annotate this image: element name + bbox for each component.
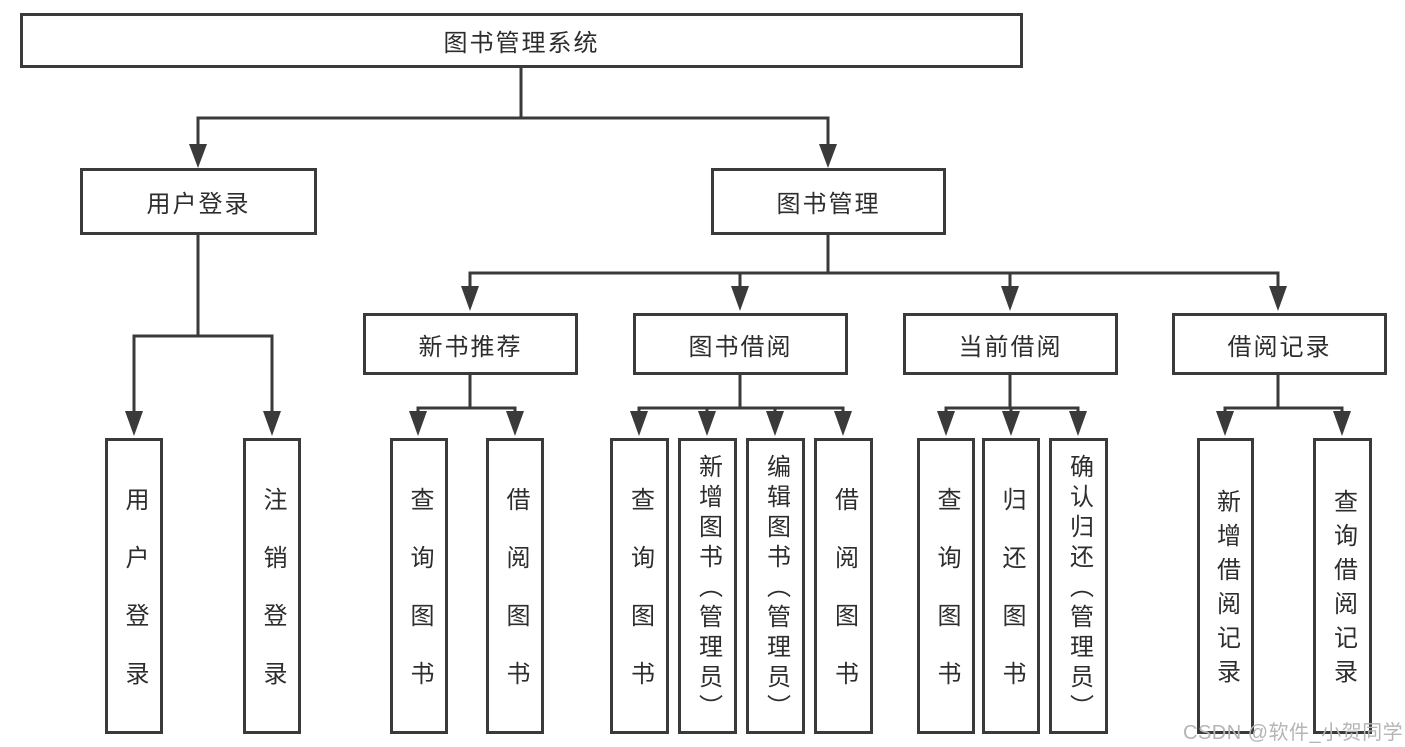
node-label: 图书管理系统 [443, 30, 600, 57]
node-label: 查询图书 [933, 487, 960, 719]
leaf-logout: 注销登录 [243, 438, 301, 734]
leaf-return-books: 归还图书 [982, 438, 1040, 734]
node-borrowing-records: 借阅记录 [1172, 313, 1387, 375]
node-label: 新增借阅记录 [1212, 489, 1240, 693]
node-label: 用户登录 [146, 191, 251, 218]
node-label: 注销登录 [259, 487, 286, 719]
node-label: 图书借阅 [688, 333, 793, 361]
node-label: 查询借阅记录 [1329, 489, 1357, 693]
node-book-management: 图书管理 [711, 168, 946, 235]
node-label: 新书推荐 [418, 333, 523, 361]
node-label: 借阅记录 [1227, 333, 1332, 361]
node-label: 查询图书 [626, 487, 654, 719]
node-book-borrowing: 图书借阅 [633, 313, 848, 375]
watermark: CSDN @软件_小贺同学 [1183, 722, 1404, 744]
arrowheads-down-icon [125, 144, 1351, 436]
leaf-query-books-borrow: 查询图书 [610, 438, 669, 734]
node-label: 确认归还（管理员） [1065, 454, 1093, 724]
leaf-user-login: 用户登录 [105, 438, 163, 734]
node-current-borrowing: 当前借阅 [903, 313, 1118, 375]
leaf-borrow-books: 借阅图书 [814, 438, 873, 734]
node-new-book-recommendation: 新书推荐 [363, 313, 578, 375]
leaf-query-books-current: 查询图书 [917, 438, 975, 734]
node-label: 借阅图书 [830, 487, 858, 719]
leaf-confirm-return-admin: 确认归还（管理员） [1049, 438, 1108, 734]
node-label: 图书管理 [776, 191, 881, 218]
node-label: 用户登录 [121, 487, 148, 719]
node-label: 查询图书 [406, 487, 433, 719]
node-user-login: 用户登录 [80, 168, 317, 235]
node-library-management-system: 图书管理系统 [20, 13, 1023, 68]
node-label: 当前借阅 [958, 333, 1063, 361]
node-label: 新增图书（管理员） [694, 454, 722, 724]
leaf-add-books-admin: 新增图书（管理员） [678, 438, 737, 734]
leaf-add-borrow-record: 新增借阅记录 [1197, 438, 1254, 734]
node-label: 编辑图书（管理员） [762, 454, 790, 724]
leaf-edit-books-admin: 编辑图书（管理员） [746, 438, 805, 734]
leaf-query-books-recommend: 查询图书 [390, 438, 448, 734]
leaf-query-borrow-record: 查询借阅记录 [1313, 438, 1372, 734]
node-label: 归还图书 [998, 487, 1025, 719]
node-label: 借阅图书 [502, 487, 529, 719]
connector-lines [132, 66, 1344, 414]
leaf-borrow-books-recommend: 借阅图书 [486, 438, 544, 734]
